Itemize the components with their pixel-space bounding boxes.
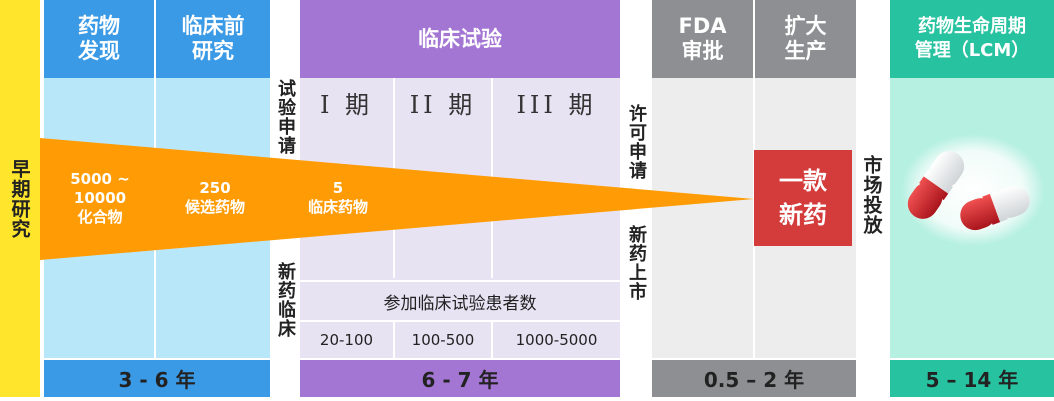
ind-top-label: 试验申请 [275, 79, 296, 155]
new-drug-box: 一款 新药 [754, 150, 852, 246]
discovery-header: 药物 发现 [44, 0, 154, 78]
ind-bottom: 新药临床 [270, 245, 300, 355]
new-drug-label: 一款 新药 [779, 167, 827, 229]
funnel-triangle [40, 138, 754, 260]
duration-clinical: 6 - 7 年 [300, 360, 620, 397]
patient-count-1: 20-100 [300, 322, 393, 358]
funnel-compounds: 5000 ~ 10000 化合物 [44, 170, 156, 226]
funnel-clinical-label: 临床药物 [307, 198, 368, 216]
ind-bottom-label: 新药临床 [275, 262, 296, 338]
patient-count-2: 100-500 [395, 322, 491, 358]
duration-clinical-label: 6 - 7 年 [421, 368, 499, 392]
duration-lcm-label: 5 – 14 年 [925, 368, 1019, 392]
phase-3: III 期 [493, 84, 620, 120]
scale-up-label: 扩大 生产 [784, 14, 827, 63]
patient-count-1-label: 20-100 [319, 331, 374, 349]
launch-label: 市场投放 [860, 155, 883, 235]
duration-discovery-label: 3 - 6 年 [118, 368, 196, 392]
funnel-candidates-label: 候选药物 [184, 198, 245, 216]
fda-label: FDA 审批 [678, 14, 727, 63]
lcm-header: 药物生命周期 管理（LCM） [890, 0, 1054, 78]
count-divider-1 [393, 322, 395, 358]
patient-count-2-label: 100-500 [411, 331, 475, 349]
preclinical-label: 临床前 研究 [181, 14, 245, 63]
early-research-label: 早期研究 [8, 158, 31, 239]
funnel-clinical: 5 临床药物 [290, 177, 386, 219]
count-divider-2 [491, 322, 493, 358]
phase-2-label: II 期 [409, 90, 477, 119]
clinical-header: 临床试验 [300, 0, 620, 78]
funnel-candidates-count: 250 [199, 179, 231, 197]
scale-up-header: 扩大 生产 [755, 0, 856, 78]
approval-top: 许可申请 [620, 92, 652, 192]
approval-bottom: 新药上市 [620, 210, 652, 315]
patients-label: 参加临床试验患者数 [383, 293, 537, 314]
funnel-clinical-count: 5 [332, 179, 344, 197]
ind-top: 试验申请 [270, 62, 300, 172]
patient-count-3: 1000-5000 [493, 322, 620, 358]
patient-counts-separator [300, 320, 620, 322]
lcm-label: 药物生命周期 管理（LCM） [914, 16, 1030, 61]
patient-count-3-label: 1000-5000 [515, 331, 598, 349]
duration-approval-label: 0.5 – 2 年 [703, 368, 805, 392]
funnel-candidates: 250 候选药物 [165, 177, 265, 219]
funnel-compounds-label: 化合物 [77, 207, 123, 226]
capsule-pills-icon [901, 134, 1045, 246]
discovery-label: 药物 发现 [78, 14, 120, 63]
phase-1: I 期 [300, 84, 393, 120]
patients-separator [300, 280, 620, 282]
phase-2: II 期 [395, 84, 491, 120]
funnel-compounds-count: 5000 ~ 10000 [70, 169, 130, 207]
funnel-shape [40, 138, 754, 260]
launch: 市场投放 [856, 140, 888, 250]
early-research-bar: 早期研究 [0, 0, 40, 397]
fda-header: FDA 审批 [652, 0, 753, 78]
duration-approval: 0.5 – 2 年 [652, 360, 856, 397]
duration-lcm: 5 – 14 年 [890, 360, 1054, 397]
approval-top-label: 许可申请 [626, 104, 647, 180]
phase-1-label: I 期 [319, 90, 374, 119]
phase-3-label: III 期 [516, 90, 597, 119]
preclinical-header: 临床前 研究 [156, 0, 270, 78]
duration-discovery: 3 - 6 年 [44, 360, 270, 397]
clinical-label: 临床试验 [418, 26, 502, 51]
patients-row: 参加临床试验患者数 [300, 282, 620, 320]
approval-bottom-label: 新药上市 [626, 224, 647, 301]
